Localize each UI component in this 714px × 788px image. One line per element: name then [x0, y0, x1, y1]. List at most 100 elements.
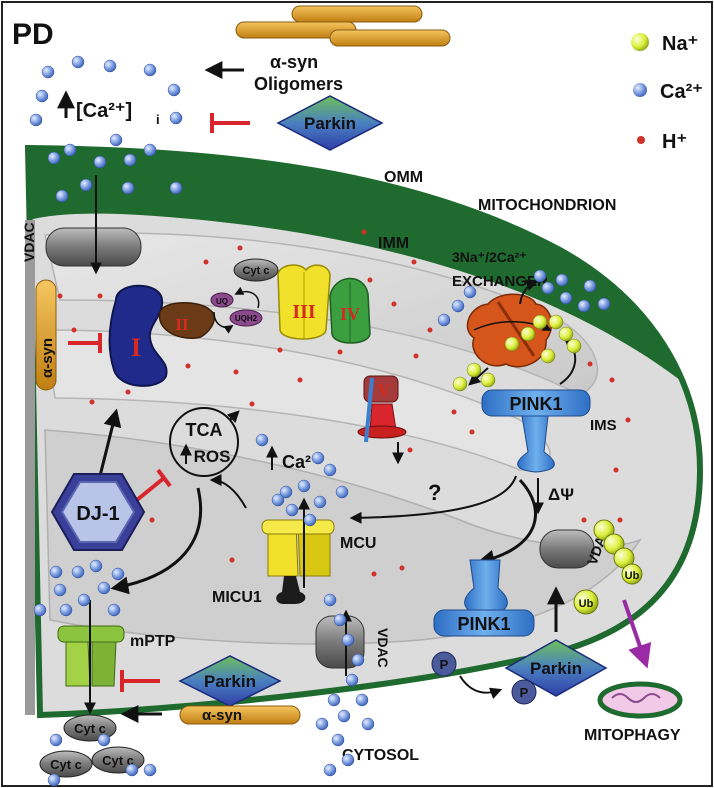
parkin-top: Parkin [276, 95, 384, 151]
hydrogen-ions [57, 229, 631, 577]
sodium-ion [558, 326, 574, 342]
vdac-upper-label: VDAC [21, 222, 37, 262]
hydrogen-ion [97, 293, 103, 299]
hydrogen-ion [71, 327, 77, 333]
calcium-ion [77, 593, 91, 607]
calcium-ion [451, 299, 465, 313]
calcium-ion [333, 613, 347, 627]
calcium-ion [167, 83, 181, 97]
calcium-ion [327, 693, 341, 707]
asyn-oligomers-label-2: Oligomers [254, 74, 343, 94]
calcium-ion [107, 603, 121, 617]
calcium-ion [143, 143, 157, 157]
complex-5: V [357, 375, 407, 443]
asyn-oligomers [235, 5, 451, 47]
hydrogen-ion [411, 259, 417, 265]
hydrogen-ion [609, 377, 615, 383]
hydrogen-ion [233, 369, 239, 375]
pink1-upper-label: PINK1 [509, 394, 562, 414]
omm-top-band [28, 148, 680, 380]
micu1 [276, 576, 306, 604]
hydrogen-ion [149, 517, 155, 523]
calcium-ion [345, 673, 359, 687]
ca-i-subscript: i [156, 112, 160, 127]
complex-2-label: II [175, 315, 189, 334]
arrow-to-mitophagy [622, 599, 652, 669]
calcium-ion [337, 709, 351, 723]
calcium-ion [29, 113, 43, 127]
mcu [261, 519, 335, 577]
hydrogen-ion [399, 565, 405, 571]
hydrogen-ion [297, 377, 303, 383]
calcium-ion [55, 189, 69, 203]
asyn-bottom: α-syn [179, 705, 301, 725]
hydrogen-ion [613, 467, 619, 473]
vdac-lower-label: VDAC [375, 628, 391, 668]
hydrogen-ion [407, 447, 413, 453]
ca-ion-icon [633, 83, 647, 97]
hydrogen-ion [89, 399, 95, 405]
calcium-ion [47, 151, 61, 165]
legend: Na⁺ Ca²⁺ H⁺ [631, 33, 703, 153]
calcium-ion [111, 567, 125, 581]
arrow-dj1-to-complex1 [98, 408, 122, 477]
sodium-ion [480, 372, 496, 388]
calcium-ion [169, 181, 183, 195]
hydrogen-ion [581, 517, 587, 523]
hydrogen-ion [451, 409, 457, 415]
calcium-ion [555, 273, 569, 287]
calcium-ion [279, 485, 293, 499]
calcium-ion [49, 565, 63, 579]
pink1-upper: PINK1 [481, 389, 591, 473]
arrow-pink1-to-omm [476, 478, 537, 568]
omm-label: OMM [384, 169, 423, 186]
ims-label: IMS [590, 417, 617, 434]
calcium-ion [109, 133, 123, 147]
calcium-ion [583, 279, 597, 293]
calcium-ion [79, 178, 93, 192]
calcium-ion [533, 269, 547, 283]
uqh2-label: UQH2 [235, 314, 258, 323]
arrow-pink1-to-mcu [349, 475, 517, 524]
hydrogen-ion [371, 571, 377, 577]
sodium-ion [548, 314, 564, 330]
arrow-ca-to-tca [209, 474, 247, 509]
calcium-ion [33, 603, 47, 617]
inhibition-parkin-ca [210, 113, 250, 133]
hydrogen-ion [391, 301, 397, 307]
calcium-ion [331, 733, 345, 747]
cyt-c-upper-label: Cyt c [243, 265, 270, 277]
sodium-ions [452, 314, 582, 392]
ca-mito-label: Ca²⁺ [282, 452, 321, 472]
ca-i-label: [Ca²⁺] [76, 100, 132, 122]
calcium-ion [311, 451, 325, 465]
hydrogen-ion [413, 353, 419, 359]
hydrogen-ion [57, 293, 63, 299]
hydrogen-ion [427, 327, 433, 333]
ros-label: ROS [194, 447, 231, 466]
calcium-ion [355, 693, 369, 707]
calcium-ion [335, 485, 349, 499]
calcium-ion [89, 559, 103, 573]
sodium-ion [566, 338, 582, 354]
complex-2: II [158, 302, 216, 339]
cyt-c-released-3: Cyt c [102, 753, 134, 768]
calcium-ion [143, 63, 157, 77]
asyn-left-label: α-syn [39, 338, 56, 378]
calcium-ion [577, 299, 591, 313]
calcium-ion [59, 603, 73, 617]
vdac-lower: VDAC [315, 615, 391, 669]
calcium-ion [463, 285, 477, 299]
cyt-c-released-1: Cyt c [74, 721, 106, 736]
ub-label-1: Ub [625, 570, 640, 582]
calcium-ion [143, 763, 157, 777]
na-ion-icon [631, 33, 649, 51]
hydrogen-ion [185, 363, 191, 369]
vdac-upper: VDAC [21, 222, 142, 267]
calcium-ion [103, 59, 117, 73]
ubiquinone-cycle: UQ UQH2 [210, 286, 263, 334]
pink1-lower: PINK1 [433, 559, 535, 637]
hydrogen-ion [587, 361, 593, 367]
complex-4-label: IV [340, 304, 360, 324]
